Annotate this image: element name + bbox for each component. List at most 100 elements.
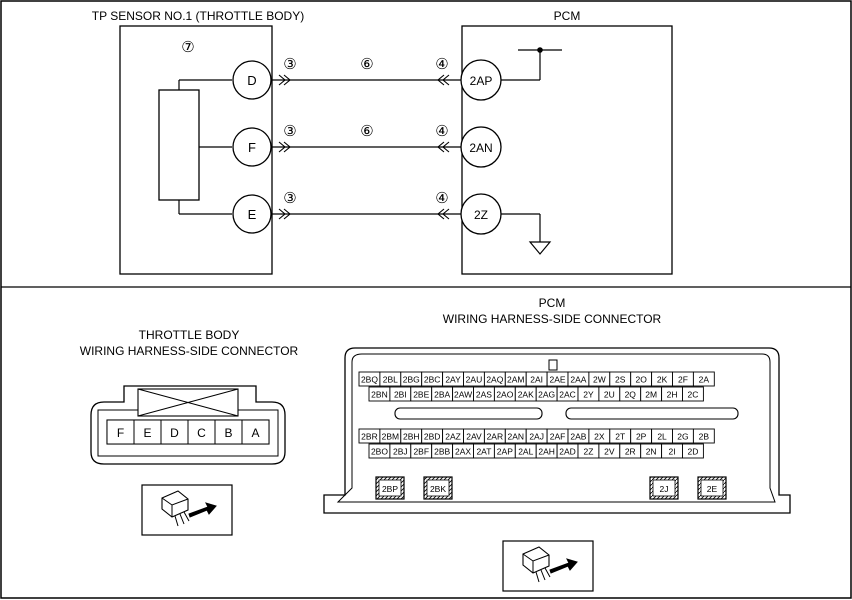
tb-pin: A — [241, 419, 270, 445]
tb-connector-label: THROTTLE BODY — [139, 328, 240, 342]
pcm-pin-label: 2AR — [487, 432, 504, 442]
pcm-pin: 2P — [630, 428, 653, 444]
pcm-pin: 2T — [609, 428, 632, 444]
pcm-pin: 2BC — [421, 371, 444, 387]
sensor-box — [119, 25, 273, 275]
pcm-pin-label: 2D — [688, 447, 699, 457]
pcm-pin: 2AU — [463, 371, 485, 387]
pcm-pin-label: 2S — [615, 375, 626, 385]
pcm-terminal-label: 2Z — [474, 208, 488, 222]
pcm-pin: 2B — [692, 428, 715, 444]
pcm-pin: 2BL — [379, 371, 402, 387]
pcm-pin: 2AK — [514, 386, 537, 402]
pcm-pin: 2F — [672, 371, 694, 387]
pcm-pin-label: 2BF — [413, 447, 429, 457]
pcm-pin-label: 2U — [604, 390, 615, 400]
sensor-terminal-label: F — [248, 140, 256, 155]
pcm-pin-label: 2X — [594, 432, 605, 442]
pcm-pin: 2AQ — [483, 371, 506, 387]
pcm-pin-label: 2BD — [424, 432, 441, 442]
pcm-pin: 2U — [598, 386, 621, 402]
tb-pin-label: D — [170, 426, 179, 440]
pcm-pin-label: 2AP — [497, 447, 513, 457]
pcm-pin: 2A — [692, 371, 715, 387]
pcm-pin-label: 2BG — [403, 375, 420, 385]
pcm-pin-label: 2T — [615, 432, 625, 442]
pcm-pin: 2AR — [483, 428, 506, 444]
sensor-terminal-e: E — [232, 194, 272, 234]
pcm-pin: 2BG — [400, 371, 423, 387]
pcm-pin: 2BH — [400, 428, 423, 444]
pcm-pin: 2AJ — [525, 428, 548, 444]
pcm-large-pin-label: 2BP — [382, 484, 398, 494]
pcm-pin-label: 2F — [678, 375, 688, 385]
pcm-pin-label: 2AB — [570, 432, 586, 442]
pcm-pin: 2G — [672, 428, 694, 444]
pcm-pin: 2AA — [567, 371, 590, 387]
pcm-pin: 2BR — [358, 428, 381, 444]
connector-note: ④ — [435, 123, 448, 140]
pcm-pin: 2BN — [368, 386, 391, 402]
pcm-pin: 2M — [640, 386, 663, 402]
pcm-pin-label: 2AD — [559, 447, 576, 457]
pcm-pin-label: 2Y — [583, 390, 594, 400]
pcm-pin-label: 2AM — [507, 375, 524, 385]
pcm-pin-label: 2R — [625, 447, 636, 457]
pcm-pin-label: 2BL — [383, 375, 398, 385]
pcm-pin-label: 2L — [657, 432, 667, 442]
tb-pin-label: C — [197, 426, 206, 440]
pcm-pin: 2L — [651, 428, 673, 444]
pcm-pin-label: 2BM — [382, 432, 399, 442]
pcm-large-pin: 2BK — [423, 476, 453, 500]
sensor-terminal-label: E — [248, 207, 257, 222]
pcm-pin: 2BA — [431, 386, 454, 402]
pcm-pin-label: 2AG — [538, 390, 555, 400]
pcm-pin-label: 2C — [688, 390, 699, 400]
pcm-pin-label: 2AY — [445, 375, 461, 385]
pcm-pin-label: 2Z — [583, 447, 593, 457]
sensor-terminal-d: D — [232, 60, 272, 100]
pcm-pin-label: 2AO — [496, 390, 513, 400]
pcm-pin-label: 2BR — [361, 432, 378, 442]
pcm-pin: 2AB — [567, 428, 590, 444]
connector-note: ③ — [283, 190, 296, 207]
pcm-pin-label: 2M — [645, 390, 657, 400]
pcm-pin: 2R — [619, 443, 642, 459]
pcm-pin: 2AT — [473, 443, 495, 459]
pcm-pin: 2AF — [546, 428, 569, 444]
pcm-pin-label: 2B — [699, 432, 710, 442]
pcm-pin: 2BO — [368, 443, 391, 459]
pcm-large-pin: 2BP — [375, 476, 405, 500]
pcm-pin: 2BM — [379, 428, 402, 444]
pcm-pin: 2Y — [577, 386, 600, 402]
pcm-pin: 2AX — [452, 443, 474, 459]
pcm-connector-label: PCM — [539, 296, 566, 310]
sensor-resistor — [158, 89, 200, 201]
pcm-pin-label: 2AW — [454, 390, 472, 400]
tb-connector-label: WIRING HARNESS-SIDE CONNECTOR — [80, 344, 299, 358]
pcm-pin: 2AI — [525, 371, 548, 387]
pcm-pin: 2AO — [493, 386, 516, 402]
pcm-pin-label: 2P — [636, 432, 647, 442]
pcm-pin: 2AM — [504, 371, 527, 387]
pcm-pin-label: 2V — [604, 447, 615, 457]
pcm-pin-label: 2BN — [371, 390, 388, 400]
connector-note: ③ — [283, 123, 296, 140]
pcm-pin: 2AD — [556, 443, 579, 459]
pcm-terminal-2an: 2AN — [460, 126, 502, 168]
pcm-pin: 2AW — [452, 386, 474, 402]
pcm-pin-label: 2AT — [476, 447, 491, 457]
connector-note: ④ — [435, 190, 448, 207]
pcm-pin-label: 2N — [646, 447, 657, 457]
connector-note: ④ — [435, 56, 448, 73]
tb-pin-label: A — [251, 426, 259, 440]
pcm-pin-label: 2AI — [530, 375, 543, 385]
pcm-pin: 2BE — [410, 386, 433, 402]
pcm-pin-label: 2G — [677, 432, 688, 442]
pcm-pin: 2K — [651, 371, 673, 387]
pcm-pin: 2AS — [473, 386, 495, 402]
wire-e-2z — [271, 208, 461, 220]
pcm-pin: 2S — [609, 371, 632, 387]
pcm-pin-label: 2BB — [434, 447, 450, 457]
